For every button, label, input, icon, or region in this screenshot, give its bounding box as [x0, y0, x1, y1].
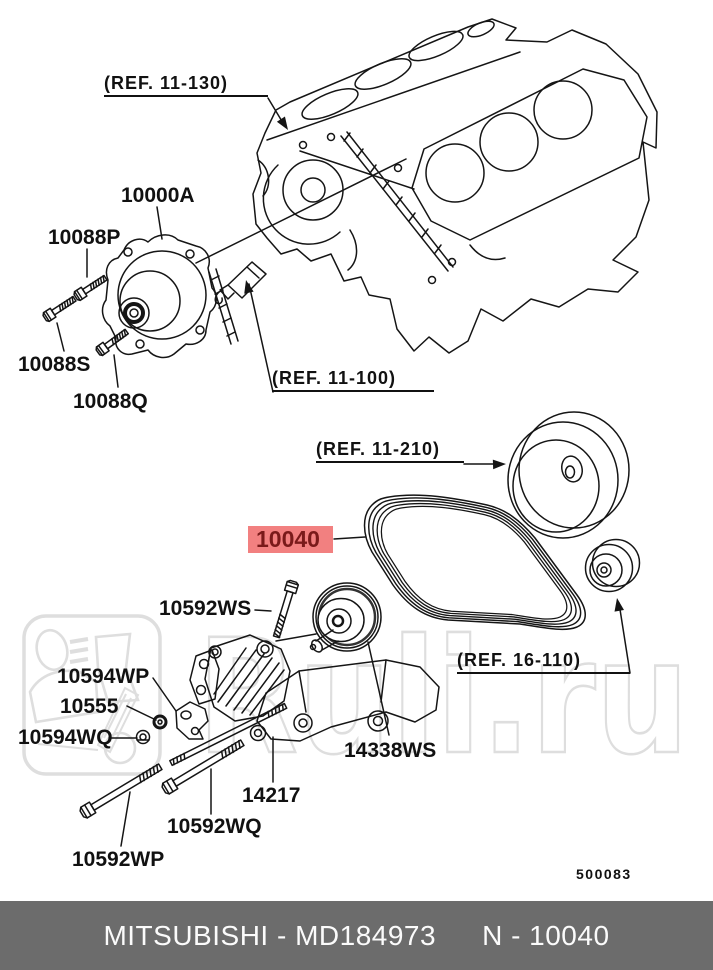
footer-bar: MITSUBISHI - MD184973 N - 10040	[0, 901, 713, 970]
callout-10592ws: 10592WS	[159, 597, 252, 620]
stud-14217	[169, 702, 288, 767]
callout-10000a: 10000A	[121, 184, 195, 207]
tensioner-bracket	[189, 634, 440, 742]
callout-14217: 14217	[242, 784, 301, 807]
callout-10592wq: 10592WQ	[167, 815, 262, 838]
callout-10594wp: 10594WP	[57, 665, 150, 688]
bolt-10088p	[72, 272, 110, 303]
callout-ref-11-100: (REF. 11-100)	[272, 369, 434, 392]
tensioner-pulley	[309, 582, 382, 653]
engine-block	[252, 18, 658, 354]
bolt-10088s	[41, 293, 79, 324]
water-pump	[101, 234, 239, 359]
nut-10555	[152, 714, 168, 730]
sealant-tube	[214, 261, 267, 305]
leader-lines	[56, 97, 631, 847]
idler-pulley	[584, 538, 641, 593]
callout-ref-16-110: (REF. 16-110)	[457, 651, 630, 674]
crank-pulley	[507, 411, 630, 539]
footer-catalog-code: N - 10040	[482, 919, 610, 951]
watermark-logo	[22, 614, 162, 776]
footer-brand-part: MITSUBISHI - MD184973	[103, 919, 437, 951]
callout-ref-11-210: (REF. 11-210)	[316, 440, 464, 463]
callout-10594wq: 10594WQ	[18, 726, 113, 749]
callout-14338ws: 14338WS	[344, 739, 437, 762]
bolt-10592wp	[77, 760, 165, 820]
callout-10088p: 10088P	[48, 226, 121, 249]
callout-10040-highlighted[interactable]: 10040	[248, 526, 333, 553]
callout-10088q: 10088Q	[73, 390, 148, 413]
adjuster-bracket-10594wp	[175, 701, 209, 740]
callout-10592wp: 10592WP	[72, 848, 165, 871]
nut-10594wq	[135, 729, 151, 745]
callout-10555: 10555	[60, 695, 119, 718]
watermark-text: Ruli.ru	[197, 606, 689, 790]
callout-10088s: 10088S	[18, 353, 91, 376]
callout-ref-11-130: (REF. 11-130)	[104, 74, 268, 97]
drawing-number: 500083	[576, 866, 632, 882]
